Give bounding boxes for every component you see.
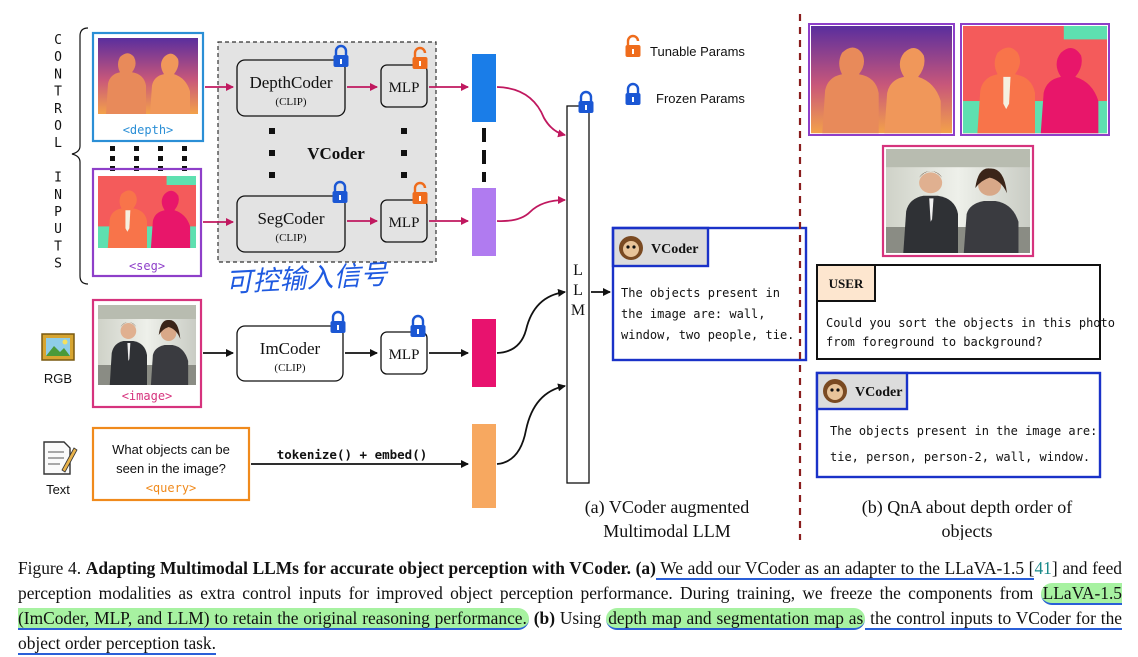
rgb-picture-icon xyxy=(41,333,75,361)
user-tag-box xyxy=(816,264,876,302)
mlp-image-box xyxy=(380,331,428,375)
caption-text-5: depth map and segmentation map as xyxy=(606,608,866,630)
vcoder-avatar-icon xyxy=(823,379,847,403)
caption-text-2: ] and feed perception modalities as extr… xyxy=(18,558,1122,603)
user-tag: USER xyxy=(829,276,864,291)
text-token xyxy=(472,424,496,508)
depth-large-frame xyxy=(808,23,955,136)
arrow-text-token-to-llm xyxy=(496,383,566,465)
imcoder-box xyxy=(236,325,344,382)
mlp-image-label: MLP xyxy=(389,347,420,363)
chat-b-speaker-tag xyxy=(815,371,909,411)
seg-map-thumbnail xyxy=(98,176,196,248)
depthcoder-label: DepthCoder xyxy=(249,73,332,92)
image-token xyxy=(472,319,496,387)
imcoder-clip: (CLIP) xyxy=(274,362,306,374)
chat-a-box xyxy=(611,226,808,362)
llm-lock-icon xyxy=(577,90,595,115)
mlp-seg-box xyxy=(380,199,428,243)
llm-box xyxy=(566,105,590,484)
query-label: <query> xyxy=(146,481,197,495)
depth-map-thumbnail xyxy=(98,38,198,114)
query-box xyxy=(91,426,251,502)
user-question-2: from foreground to background? xyxy=(826,335,1043,349)
mlp-depth-box xyxy=(380,64,428,108)
segcoder-clip: (CLIP) xyxy=(275,232,307,244)
handwritten-note: 可控输入信号 xyxy=(225,259,390,298)
caption-title: Adapting Multimodal LLMs for accurate ob… xyxy=(85,558,631,578)
mlp-depth-label: MLP xyxy=(389,80,420,96)
segcoder-label: SegCoder xyxy=(257,209,324,228)
tokenize-label: tokenize() + embed() xyxy=(277,447,428,462)
photo-large-frame xyxy=(881,144,1035,258)
caption-text-6: the control inputs to VCoder for the obj… xyxy=(18,608,1122,655)
caption-citation: 41 xyxy=(1034,558,1052,578)
image-input-frame xyxy=(91,298,203,409)
figure-number: Figure 4. xyxy=(18,558,82,578)
chat-a-speaker: VCoder xyxy=(651,242,698,257)
seg-large-frame xyxy=(960,23,1110,136)
subcaption-b-line-1: (b) QnA about depth order of xyxy=(862,497,1072,518)
segcoder-box xyxy=(236,195,346,253)
vcoder-avatar-icon xyxy=(619,236,643,260)
coder-ellipsis xyxy=(269,128,407,178)
caption-part-a: (a) xyxy=(635,558,656,578)
chat-a-reply-1: The objects present in xyxy=(621,286,780,300)
mlp-image-lock-icon xyxy=(409,314,427,339)
caption-text-1: We add our VCoder as an adapter to the L… xyxy=(655,558,1035,580)
text-document-icon xyxy=(43,441,78,475)
seg-token xyxy=(472,188,496,256)
tunable-lock-icon xyxy=(624,34,642,59)
input-ellipsis xyxy=(110,146,187,171)
chat-b-reply-2: tie, person, person-2, wall, window. xyxy=(830,450,1090,464)
depthcoder-clip: (CLIP) xyxy=(275,96,307,108)
figure-caption: Figure 4. Adapting Multimodal LLMs for a… xyxy=(18,556,1122,656)
subcaption-a-line-1: (a) VCoder augmented xyxy=(585,497,750,518)
query-text-line-2: seen in the image? xyxy=(116,461,226,476)
chat-b-box xyxy=(815,371,1102,479)
vcoder-panel-title: VCoder xyxy=(307,144,365,163)
mlp-seg-label: MLP xyxy=(389,215,420,231)
subcaption-b-line-2: objects xyxy=(942,521,993,540)
depth-label: <depth> xyxy=(123,123,174,137)
arrow-seg-token-to-llm xyxy=(496,196,566,222)
subcaption-a-line-2: Multimodal LLM xyxy=(603,521,731,540)
photo-large-image xyxy=(886,149,1030,253)
arrow-image-token-to-llm xyxy=(496,288,566,354)
seg-large-image xyxy=(963,26,1107,134)
depth-large-image xyxy=(811,26,952,134)
depth-input-frame xyxy=(91,31,205,143)
caption-text-4: Using xyxy=(555,608,607,628)
image-thumbnail xyxy=(98,305,196,385)
chat-b-reply-1: The objects present in the image are: xyxy=(830,424,1097,438)
rgb-label: RGB xyxy=(44,371,72,386)
image-label: <image> xyxy=(122,389,173,403)
depth-token xyxy=(472,54,496,122)
imcoder-label: ImCoder xyxy=(260,339,321,358)
text-label: Text xyxy=(46,482,70,497)
chat-a-reply-2: the image are: wall, xyxy=(621,307,766,321)
arrow-depth-token-to-llm xyxy=(496,86,566,138)
query-text-line-1: What objects can be xyxy=(112,442,230,457)
seg-label: <seg> xyxy=(129,259,165,273)
legend-frozen: Frozen Params xyxy=(656,91,745,106)
control-brace xyxy=(71,27,89,285)
depthcoder-box xyxy=(236,59,346,117)
imcoder-lock-icon xyxy=(329,310,347,335)
seg-input-frame xyxy=(91,167,203,278)
caption-part-b: (b) xyxy=(533,608,555,628)
user-question-1: Could you sort the objects in this photo xyxy=(826,316,1115,330)
frozen-lock-icon xyxy=(624,82,642,107)
chat-a-reply-3: window, two people, tie. xyxy=(621,328,794,342)
chat-b-speaker: VCoder xyxy=(855,385,902,400)
legend-tunable: Tunable Params xyxy=(650,44,745,59)
